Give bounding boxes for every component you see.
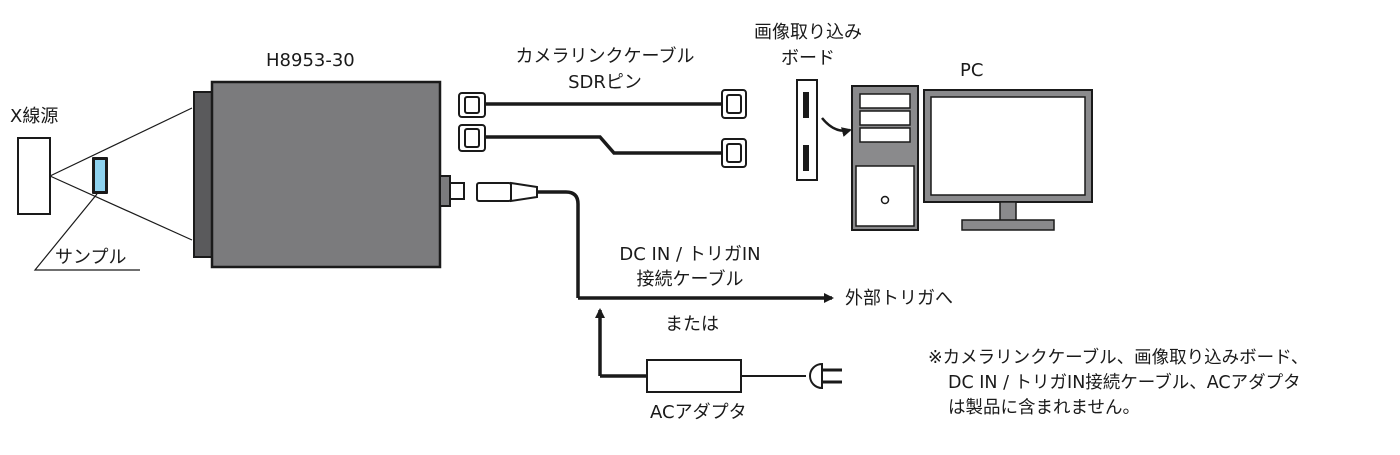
capture-board-slot-1: [803, 92, 809, 118]
sample-fill: [95, 160, 105, 191]
capture-board-slot-2: [803, 145, 809, 171]
camera-body: [210, 80, 442, 269]
pc-drive-bay-2: [859, 110, 911, 126]
camera-dc-connector-tip: [449, 182, 465, 200]
sample-label: サンプル: [55, 247, 127, 268]
camera-model-label: H8953-30: [266, 50, 355, 71]
sample-leader-line: [33, 193, 140, 271]
camera-link-cable-label-line2: SDRピン: [568, 72, 642, 93]
pc-monitor-screen: [930, 96, 1086, 196]
external-trigger-label: 外部トリガへ: [845, 288, 953, 309]
cameralink-connector-2-camera-side: [458, 124, 486, 152]
ac-adapter-box: [646, 359, 742, 393]
note-line1: ※カメラリンクケーブル、画像取り込みボード、: [928, 348, 1309, 368]
pc-monitor-stand: [961, 219, 1055, 231]
note-line3: は製品に含まれません。: [948, 398, 1140, 418]
cameralink-connector-1-board-side: [721, 89, 747, 119]
ac-adapter-label: ACアダプタ: [650, 402, 747, 423]
capture-board: [796, 79, 818, 181]
camera-link-cable-label-line1: カメラリンクケーブル: [515, 46, 695, 67]
xray-beam: [49, 107, 193, 241]
dc-cable-label-line1: DC IN / トリガIN: [619, 244, 761, 265]
pc-power-button: [880, 195, 890, 205]
xray-source-box: [17, 137, 51, 215]
ac-plug-icon: [809, 362, 842, 390]
cameralink-connector-2-board-side: [721, 138, 747, 168]
cameralink-connector-1-camera-side: [458, 92, 486, 118]
note-line2: DC IN / トリガIN接続ケーブル、ACアダプタ: [948, 373, 1301, 393]
dc-cable-label-line2: 接続ケーブル: [636, 269, 744, 290]
capture-board-label-line2: ボード: [781, 48, 835, 69]
xray-source-label: X線源: [10, 106, 59, 127]
camera-dc-connector: [439, 175, 451, 207]
insert-arrow: [821, 117, 852, 137]
capture-board-label-line1: 画像取り込み: [754, 22, 862, 43]
pc-label: PC: [960, 60, 984, 81]
pc-monitor-neck: [999, 201, 1017, 223]
cameralink-cables: [485, 102, 722, 155]
pc-drive-bay-3: [859, 127, 911, 143]
or-label: または: [665, 314, 719, 335]
dc-cable-connector: [476, 181, 538, 203]
pc-drive-bay-1: [859, 93, 911, 109]
dc-cable-line: [537, 190, 580, 298]
